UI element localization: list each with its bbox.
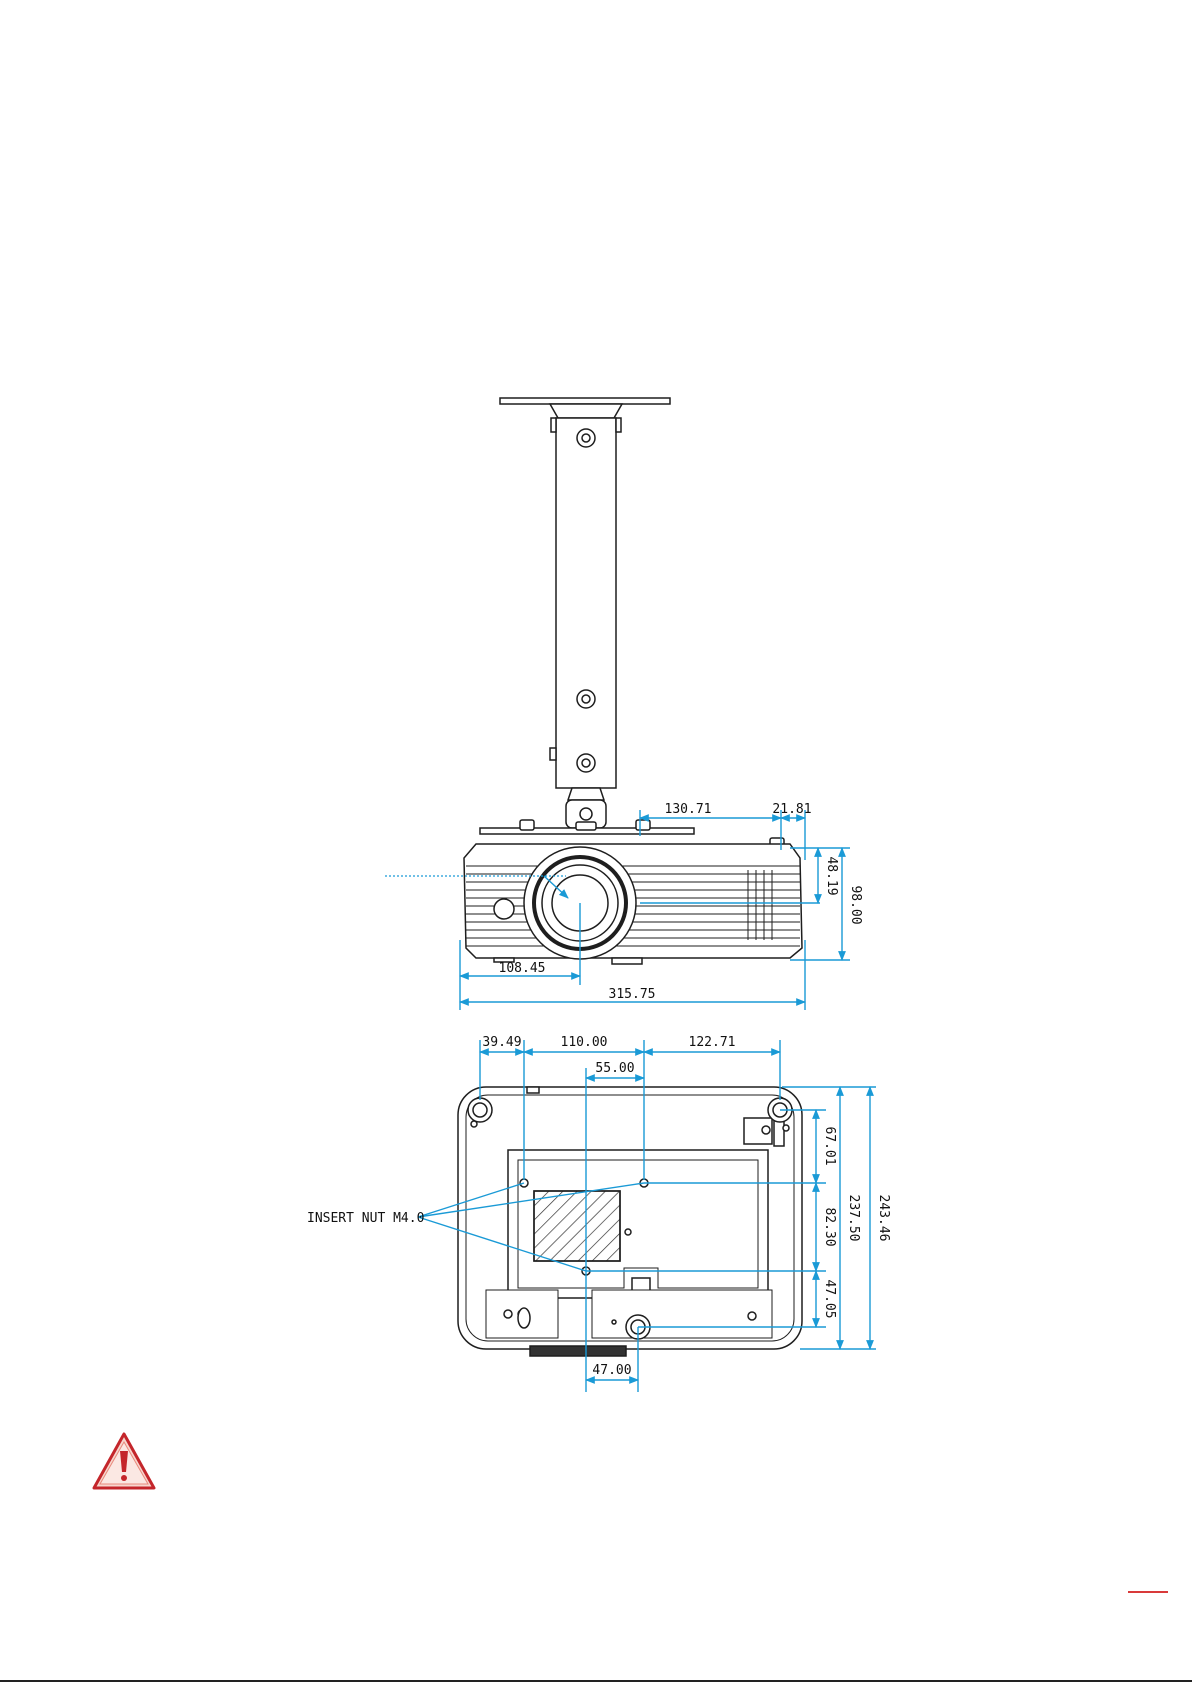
dim-label: 110.00	[561, 1035, 608, 1050]
foot-pad	[468, 1098, 492, 1122]
footer-rule	[0, 1680, 1192, 1682]
dim-label: 47.05	[822, 1279, 837, 1318]
dim-label: 82.30	[822, 1207, 837, 1246]
dim-label: 39.49	[482, 1035, 521, 1050]
insert-nut-label: INSERT NUT M4.0	[307, 1211, 424, 1226]
dim-label: 243.46	[876, 1195, 891, 1242]
lamp-cover-hatched	[534, 1191, 620, 1261]
page-number-mark	[1128, 1591, 1168, 1593]
dim-label: 55.00	[595, 1061, 634, 1076]
projector-front-view	[464, 844, 802, 964]
dim-label: 47.00	[592, 1363, 631, 1378]
focus-ring-teeth	[530, 1346, 626, 1356]
dim-label: 315.75	[609, 987, 656, 1002]
dim-label: 67.01	[822, 1126, 837, 1165]
pole-bolt	[577, 429, 595, 447]
dim-label: 21.81	[772, 802, 811, 817]
ceiling-plate	[500, 398, 670, 404]
pole-bolt	[577, 754, 595, 772]
ceiling-mount	[480, 398, 784, 846]
projector-bottom-view	[458, 1087, 802, 1356]
pole-bolt	[577, 690, 595, 708]
ir-sensor	[494, 899, 514, 919]
dim-label: 130.71	[665, 802, 712, 817]
dim-label: 237.50	[846, 1195, 861, 1242]
mount-flange	[550, 404, 622, 418]
dim-label: 122.71	[689, 1035, 736, 1050]
mount-pole	[556, 418, 616, 788]
dim-label: 98.00	[848, 885, 863, 924]
warning-triangle-icon	[94, 1434, 154, 1488]
dim-label: 48.19	[824, 856, 839, 895]
dim-label: 108.45	[499, 961, 546, 976]
